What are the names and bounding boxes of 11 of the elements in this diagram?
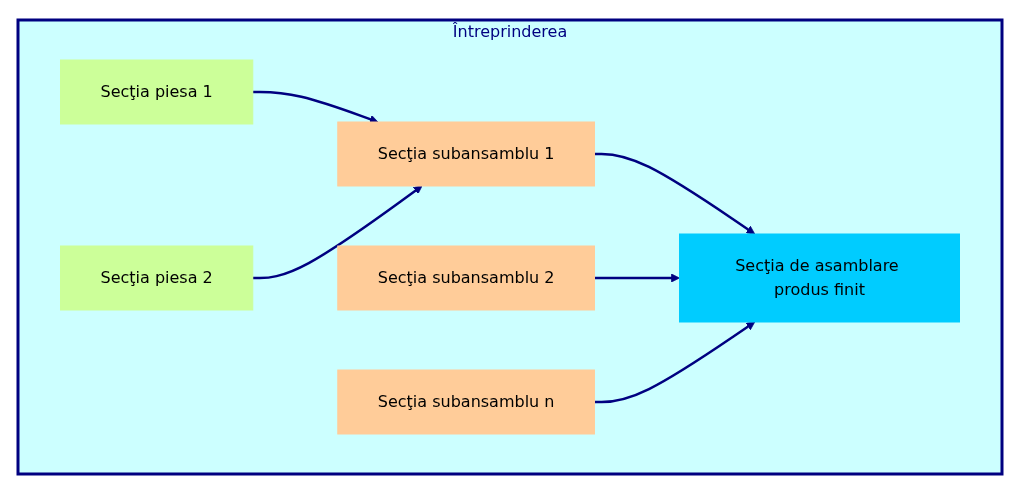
node-box: Secţia subansamblu 2 [337,245,595,310]
arrow [594,273,680,282]
node-box: Secţia subansamblu n [337,369,595,434]
arrow [594,152,756,234]
arrow [252,90,379,123]
node-box: Secţia piesa 1 [60,59,254,124]
arrow [252,185,423,279]
arrow [594,321,756,403]
node-box: Secţia piesa 2 [60,245,254,310]
node-box: Secţia de asamblare produs finit [679,233,960,322]
node-box: Secţia subansamblu 1 [337,121,595,186]
